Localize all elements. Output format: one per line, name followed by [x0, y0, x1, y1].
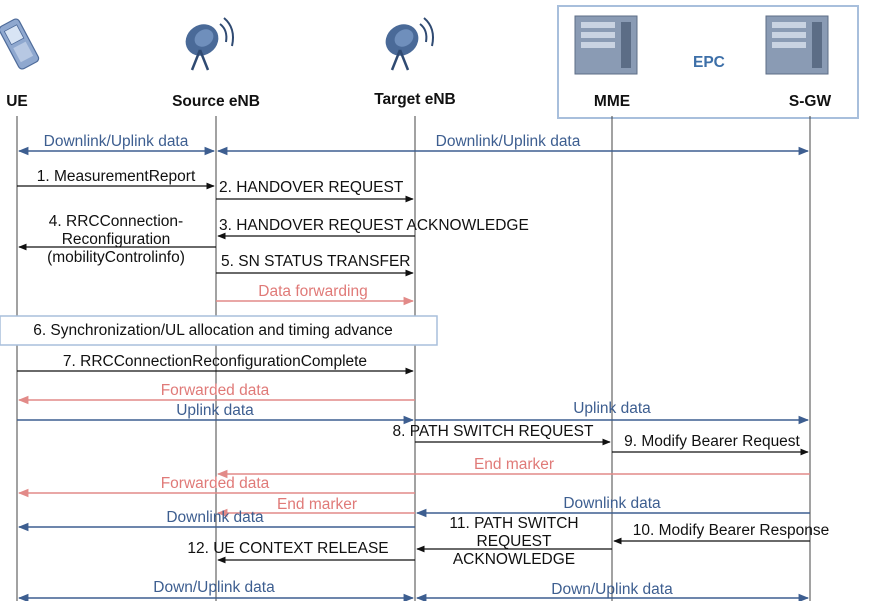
end-marker-label: End marker — [277, 496, 357, 513]
path-switch-request-ack-label-line3: ACKNOWLEDGE — [453, 551, 575, 568]
source-enb-label: Source eNB — [172, 93, 260, 110]
downlink-data-label: Downlink data — [563, 495, 661, 512]
target-enb-label: Target eNB — [374, 91, 456, 108]
rrc-reconfiguration-complete-label: 7. RRCConnectionReconfigurationComplete — [63, 353, 367, 370]
forwarded-data-label: Forwarded data — [161, 475, 270, 492]
synchronization-box — [0, 315, 438, 346]
path-switch-request-ack-label-line1: 11. PATH SWITCH — [449, 515, 578, 532]
epc-label: EPC — [693, 54, 725, 71]
server-icon — [574, 15, 638, 75]
forwarded-data-label: Forwarded data — [161, 382, 270, 399]
satellite-dish-icon — [185, 17, 234, 71]
downlink-data-label: Downlink data — [166, 509, 264, 526]
measurement-report-label: 1. MeasurementReport — [37, 168, 196, 185]
end-marker-label: End marker — [474, 456, 554, 473]
epc-box — [557, 5, 859, 119]
mobile-phone-icon — [0, 18, 40, 70]
rrc-reconfiguration-label-line2: Reconfiguration — [62, 231, 171, 248]
rrc-reconfiguration-label-line1: 4. RRCConnection- — [49, 213, 183, 230]
modify-bearer-request-label: 9. Modify Bearer Request — [624, 433, 800, 450]
down-up-data-label: Down/Uplink data — [551, 581, 673, 598]
dl-ul-data-label: Downlink/Uplink data — [44, 133, 189, 150]
server-icon — [765, 15, 829, 75]
uplink-data-label: Uplink data — [176, 402, 254, 419]
data-forwarding-label: Data forwarding — [258, 283, 367, 300]
mme-label: MME — [594, 93, 630, 110]
path-switch-request-label: 8. PATH SWITCH REQUEST — [393, 423, 594, 440]
sgw-label: S-GW — [789, 93, 832, 110]
ue-context-release-label: 12. UE CONTEXT RELEASE — [187, 540, 388, 557]
rrc-reconfiguration-label-line3: (mobilityControlinfo) — [47, 249, 185, 266]
uplink-data-label: Uplink data — [573, 400, 651, 417]
path-switch-request-ack-label-line2: REQUEST — [477, 533, 552, 550]
handover-request-ack-label: 3. HANDOVER REQUEST ACKNOWLEDGE — [219, 217, 529, 234]
down-up-data-label: Down/Uplink data — [153, 579, 275, 596]
dl-ul-data-label: Downlink/Uplink data — [436, 133, 581, 150]
ue-label: UE — [6, 93, 28, 110]
synchronization-label: 6. Synchronization/UL allocation and tim… — [33, 322, 393, 339]
modify-bearer-response-label: 10. Modify Bearer Response — [633, 522, 829, 539]
handover-request-label: 2. HANDOVER REQUEST — [219, 179, 404, 196]
satellite-dish-icon — [385, 17, 434, 71]
sn-status-transfer-label: 5. SN STATUS TRANSFER — [221, 253, 410, 270]
